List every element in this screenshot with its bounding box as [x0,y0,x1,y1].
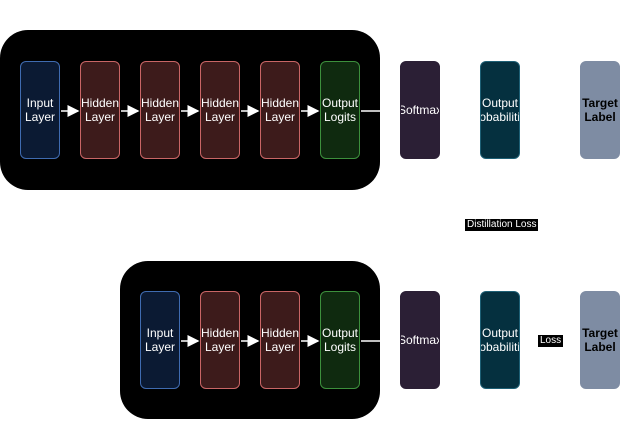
teacher-hidden-label-4: Hidden Layer [260,96,300,124]
student-softmax: Softmax [400,291,440,389]
teacher-hidden-layer-1: Hidden Layer [80,61,120,159]
student-probabilities-label: Output Probabilities [481,326,520,354]
teacher-probabilities-label: Output Probabilities [481,96,520,124]
student-input-label: Input Layer [144,326,176,354]
distillation-loss-label: Distillation Loss [465,219,539,231]
teacher-hidden-layer-4: Hidden Layer [260,61,300,159]
student-output-probabilities: Output Probabilities [480,291,520,389]
teacher-hidden-label-2: Hidden Layer [140,96,180,124]
student-target-label: Target Label [580,291,620,389]
teacher-hidden-layer-2: Hidden Layer [140,61,180,159]
loss-label: Loss [538,335,564,347]
student-target-text: Target Label [582,326,618,354]
teacher-hidden-label-1: Hidden Layer [80,96,120,124]
teacher-logits-label: Output Logits [321,96,359,124]
student-output-logits: Output Logits [320,291,360,389]
teacher-input-layer: Input Layer [20,61,60,159]
teacher-input-label: Input Layer [24,96,56,124]
teacher-hidden-label-3: Hidden Layer [200,96,240,124]
teacher-output-probabilities: Output Probabilities [480,61,520,159]
teacher-hidden-layer-3: Hidden Layer [200,61,240,159]
student-hidden-label-1: Hidden Layer [200,326,240,354]
student-input-layer: Input Layer [140,291,180,389]
student-hidden-layer-2: Hidden Layer [260,291,300,389]
teacher-target-label: Target Label [580,61,620,159]
student-softmax-label: Softmax [400,333,440,347]
student-hidden-layer-1: Hidden Layer [200,291,240,389]
teacher-output-logits: Output Logits [320,61,360,159]
student-logits-label: Output Logits [321,326,359,354]
student-hidden-label-2: Hidden Layer [260,326,300,354]
teacher-target-text: Target Label [582,96,618,124]
teacher-softmax: Softmax [400,61,440,159]
teacher-softmax-label: Softmax [400,103,440,117]
